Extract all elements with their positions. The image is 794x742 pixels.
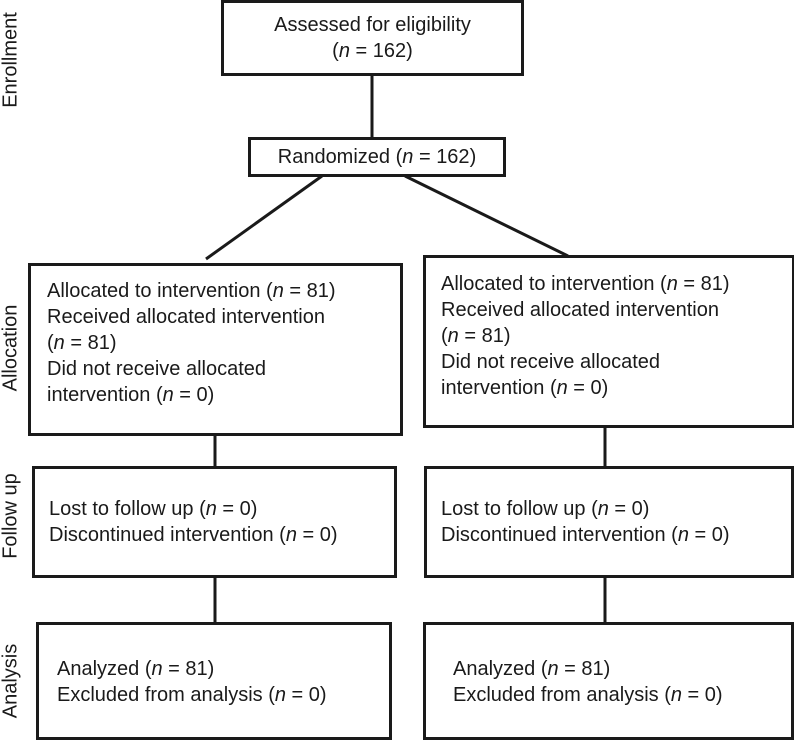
stage-label-analysis: Analysis <box>0 643 22 719</box>
n-symbol: n <box>670 684 682 706</box>
received-n: 81 <box>87 332 110 354</box>
n-symbol: n <box>677 524 689 546</box>
n-symbol: n <box>274 684 286 706</box>
not-received-text-2: intervention <box>47 384 151 406</box>
not-received-n: 0 <box>196 384 208 406</box>
n-symbol: n <box>53 332 65 354</box>
analyzed-n: 81 <box>185 658 208 680</box>
n-symbol: n <box>338 40 350 62</box>
assessed-n: 162 <box>372 40 407 62</box>
discontinued-n: 0 <box>711 524 723 546</box>
n-symbol: n <box>447 325 459 347</box>
stage-label-follow-up: Follow up <box>0 473 22 559</box>
analyzed-text: Analyzed <box>57 658 140 680</box>
discontinued-n: 0 <box>319 524 331 546</box>
left-follow-up-box: Lost to follow up (n = 0) Discontinued i… <box>32 466 397 578</box>
randomized-n: 162 <box>436 146 470 168</box>
stage-label-enrollment: Enrollment <box>0 12 22 108</box>
not-received-text: Did not receive allocated <box>441 351 661 373</box>
n-symbol: n <box>285 524 297 546</box>
n-symbol: n <box>162 384 174 406</box>
not-received-n: 0 <box>590 377 602 399</box>
excluded-n: 0 <box>308 684 320 706</box>
allocated-text: Allocated to intervention <box>47 280 261 302</box>
n-symbol: n <box>402 146 414 168</box>
excluded-n: 0 <box>704 684 716 706</box>
allocated-text: Allocated to intervention <box>441 273 655 295</box>
analyzed-n: 81 <box>581 658 604 680</box>
lost-n: 0 <box>239 498 251 520</box>
received-text: Received allocated intervention <box>441 299 719 321</box>
n-symbol: n <box>151 658 163 680</box>
randomized-text: Randomized <box>277 146 391 168</box>
lost-text: Lost to follow up <box>49 498 194 520</box>
stage-label-allocation: Allocation <box>0 304 22 392</box>
right-analysis-box: Analyzed (n = 81) Excluded from analysis… <box>423 622 794 740</box>
excluded-text: Excluded from analysis <box>57 684 263 706</box>
randomized-box: Randomized (n = 162) <box>248 137 506 177</box>
assessed-text: Assessed for eligibility <box>274 14 471 36</box>
connector-randomized-right <box>404 174 569 258</box>
not-received-text-2: intervention <box>441 377 545 399</box>
n-symbol: n <box>547 658 559 680</box>
right-follow-up-box: Lost to follow up (n = 0) Discontinued i… <box>424 466 794 578</box>
n-symbol: n <box>666 273 678 295</box>
connector-randomized-left <box>205 174 323 261</box>
n-symbol: n <box>272 280 284 302</box>
left-analysis-box: Analyzed (n = 81) Excluded from analysis… <box>36 622 392 740</box>
left-allocation-box: Allocated to intervention (n = 81) Recei… <box>28 263 403 436</box>
not-received-text: Did not receive allocated <box>47 358 267 380</box>
lost-n: 0 <box>631 498 643 520</box>
n-symbol: n <box>205 498 217 520</box>
lost-text: Lost to follow up <box>441 498 586 520</box>
discontinued-text: Discontinued intervention <box>49 524 274 546</box>
analyzed-text: Analyzed <box>453 658 536 680</box>
received-text: Received allocated intervention <box>47 306 325 328</box>
discontinued-text: Discontinued intervention <box>441 524 666 546</box>
allocated-n: 81 <box>306 280 329 302</box>
excluded-text: Excluded from analysis <box>453 684 659 706</box>
received-n: 81 <box>481 325 504 347</box>
allocated-n: 81 <box>700 273 723 295</box>
n-symbol: n <box>597 498 609 520</box>
right-allocation-box: Allocated to intervention (n = 81) Recei… <box>423 255 794 428</box>
n-symbol: n <box>556 377 568 399</box>
assessed-box: Assessed for eligibility (n = 162) <box>221 0 524 76</box>
